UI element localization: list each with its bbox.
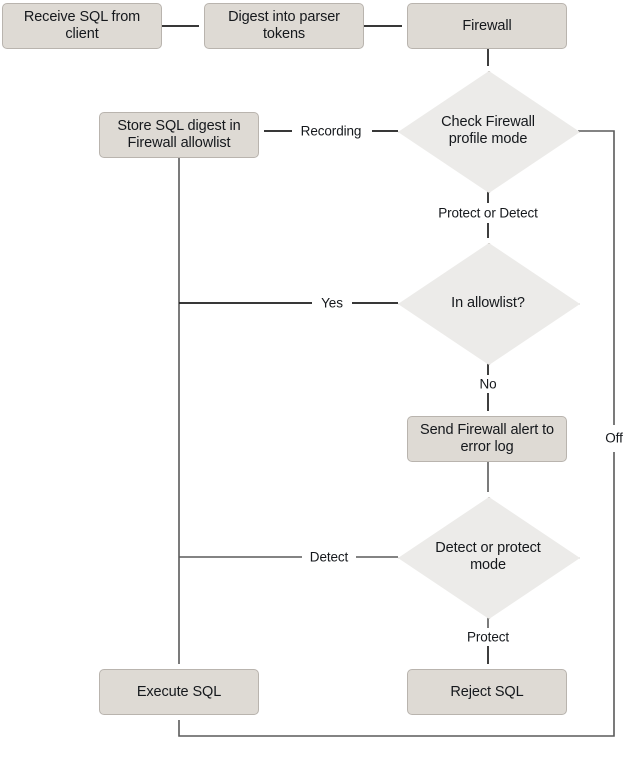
node-detect-or-protect-mode-label: Detect or protect mode [435,540,541,573]
node-in-allowlist-label: In allowlist? [451,294,525,311]
node-firewall-label: Firewall [462,17,512,34]
node-firewall[interactable]: Firewall [407,3,567,49]
edge-label-no-text: No [479,376,497,392]
node-reject-sql[interactable]: Reject SQL [407,669,567,715]
edge-label-protect-or-detect: Protect or Detect [434,205,542,221]
edge-label-protect-or-detect-text: Protect or Detect [438,205,538,221]
node-detect-or-protect-mode[interactable]: Detect or protect mode [398,497,580,619]
node-send-firewall-alert[interactable]: Send Firewall alert to error log [407,416,567,462]
edge-label-yes: Yes [317,295,347,311]
node-in-allowlist[interactable]: In allowlist? [398,243,580,365]
edge-label-detect: Detect [305,549,353,565]
edge-label-detect-text: Detect [309,549,349,565]
node-receive-sql[interactable]: Receive SQL from client [2,3,162,49]
node-digest-tokens[interactable]: Digest into parser tokens [204,3,364,49]
node-store-sql-digest-label: Store SQL digest in Firewall allowlist [117,118,241,151]
node-send-firewall-alert-label: Send Firewall alert to error log [420,422,554,455]
edge-label-protect: Protect [462,629,514,645]
node-reject-sql-label: Reject SQL [450,683,524,700]
node-execute-sql-label: Execute SQL [136,683,222,700]
edge-checkmode-off-top [578,130,615,425]
node-check-firewall-profile-mode[interactable]: Check Firewall profile mode [398,71,580,193]
edge-label-protect-text: Protect [466,629,510,645]
edge-label-no: No [475,376,501,392]
edge-label-off: Off [601,430,627,446]
node-store-sql-digest[interactable]: Store SQL digest in Firewall allowlist [99,112,259,158]
node-execute-sql[interactable]: Execute SQL [99,669,259,715]
edge-checkmode-off-bottom [178,452,615,737]
node-check-firewall-profile-mode-label: Check Firewall profile mode [441,114,535,147]
edge-label-recording-text: Recording [300,123,362,139]
edge-label-yes-text: Yes [321,295,343,311]
edge-label-recording: Recording [296,123,366,139]
edge-label-off-text: Off [605,430,623,446]
node-receive-sql-label: Receive SQL from client [23,9,141,42]
node-digest-tokens-label: Digest into parser tokens [228,9,340,42]
